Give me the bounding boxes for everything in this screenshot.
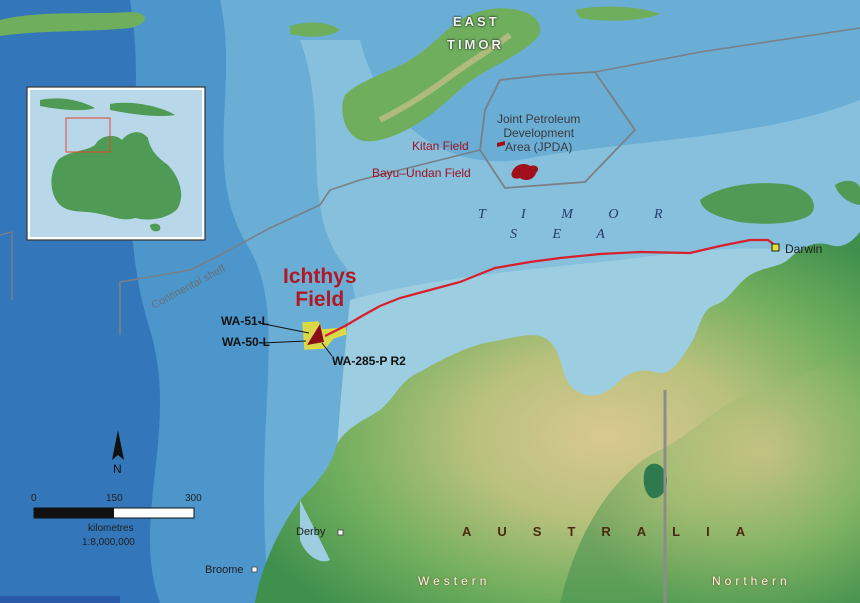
broome-marker [251,566,258,573]
ichthys-line-2: Field [295,288,345,311]
east-label: EAST [453,14,500,29]
derby-marker [337,529,344,536]
kitan-field-marker [497,141,505,147]
ichthys-field-marker [307,324,324,345]
wa-285-p-label: WA-285-P R2 [332,354,406,368]
jpda-line-2: Development [503,126,575,140]
ichthys-line-1: Ichthys [283,265,357,288]
timor-island [342,8,541,142]
scale-ratio: 1:8,000,000 [82,537,135,548]
bayu-undan-field-label: Bayu–Undan Field [372,166,471,180]
timor-sea-label-2: S E A [510,227,621,242]
darwin-label: Darwin [785,242,823,256]
jpda-line-1: Joint Petroleum [497,112,581,126]
scale-tick-150: 150 [106,493,123,504]
scale-tick-300: 300 [185,493,202,504]
kitan-field-label: Kitan Field [412,139,469,153]
darwin-marker [771,243,780,252]
inset-australia [51,132,182,220]
western-label: Western [418,574,491,588]
north-label: N [113,462,122,476]
inset-extent-box [65,117,111,153]
scale-unit: kilometres [88,523,134,534]
jpda-label: Joint Petroleum Development Area (JPDA) [497,112,580,154]
broome-label: Broome [205,564,244,576]
jpda-boundary [479,71,637,189]
north-arrow-icon [112,430,124,460]
northern-label: Northern [712,574,791,588]
tiwi-islands [700,183,814,224]
timor-sea-label-1: T I M O R [478,207,679,222]
bayu-undan-field-marker [511,164,539,181]
australia-label: AUSTRALIA [462,524,772,539]
wa-51-l-label: WA-51-L [221,314,269,328]
scale-tick-0: 0 [31,493,37,504]
timor-label: TIMOR [447,37,504,52]
pipeline [324,238,777,337]
continental-shelf-line [119,149,481,335]
wa-50-l-label: WA-50-L [222,335,270,349]
jpda-line-3: Area (JPDA) [505,140,573,154]
derby-label: Derby [296,526,326,538]
ichthys-field-label: Ichthys Field [283,265,357,311]
